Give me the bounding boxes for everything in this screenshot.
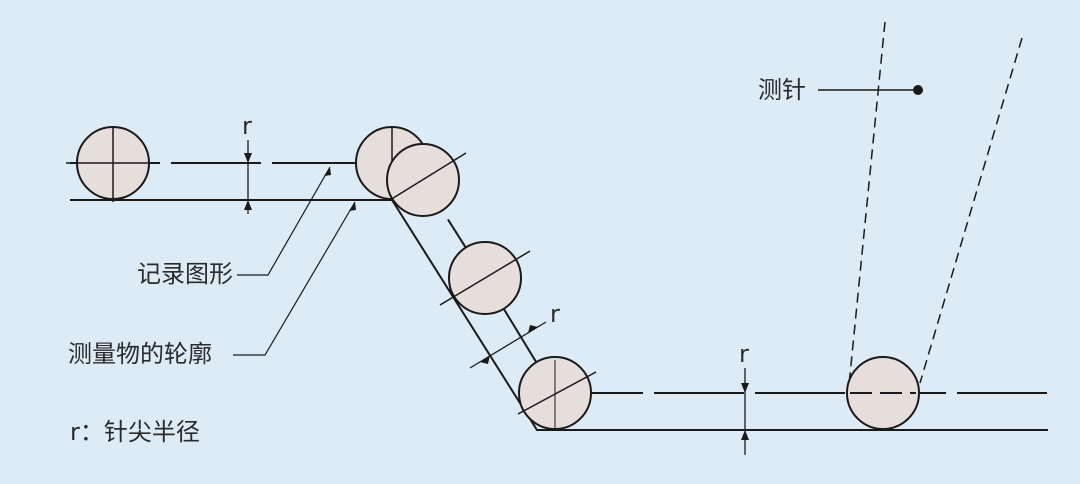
dimension-r-slanted: [469, 321, 547, 369]
recorded-profile-line: [70, 162, 1048, 394]
stylus-ball-1: [66, 126, 160, 202]
object-profile-label: 测量物的轮廓: [68, 340, 212, 368]
radius-label-left: r: [242, 112, 252, 140]
stylus-ball-5: [517, 356, 597, 430]
radius-label-slanted: r: [550, 300, 560, 328]
dimension-r-right: [741, 368, 749, 455]
recorded-profile-label: 记录图形: [137, 260, 233, 288]
stylus-right-edge: [919, 37, 1023, 384]
radius-label-right: r: [739, 340, 749, 368]
stylus-leader-dot: [913, 85, 923, 95]
stylus-left-edge: [848, 21, 886, 386]
object-profile-line: [70, 199, 1048, 431]
dimension-r-left: [244, 140, 252, 214]
recorded-profile-arrowhead: [324, 167, 331, 176]
stylus-ball-4: [439, 241, 531, 315]
object-profile-leader: [233, 201, 356, 356]
stylus-label: 测针: [758, 76, 806, 104]
object-profile-arrowhead: [349, 202, 356, 211]
stylus-ball-3: [386, 143, 467, 217]
tip-radius-legend: r：针尖半径: [70, 418, 200, 446]
recorded-profile-leader: [237, 166, 331, 276]
